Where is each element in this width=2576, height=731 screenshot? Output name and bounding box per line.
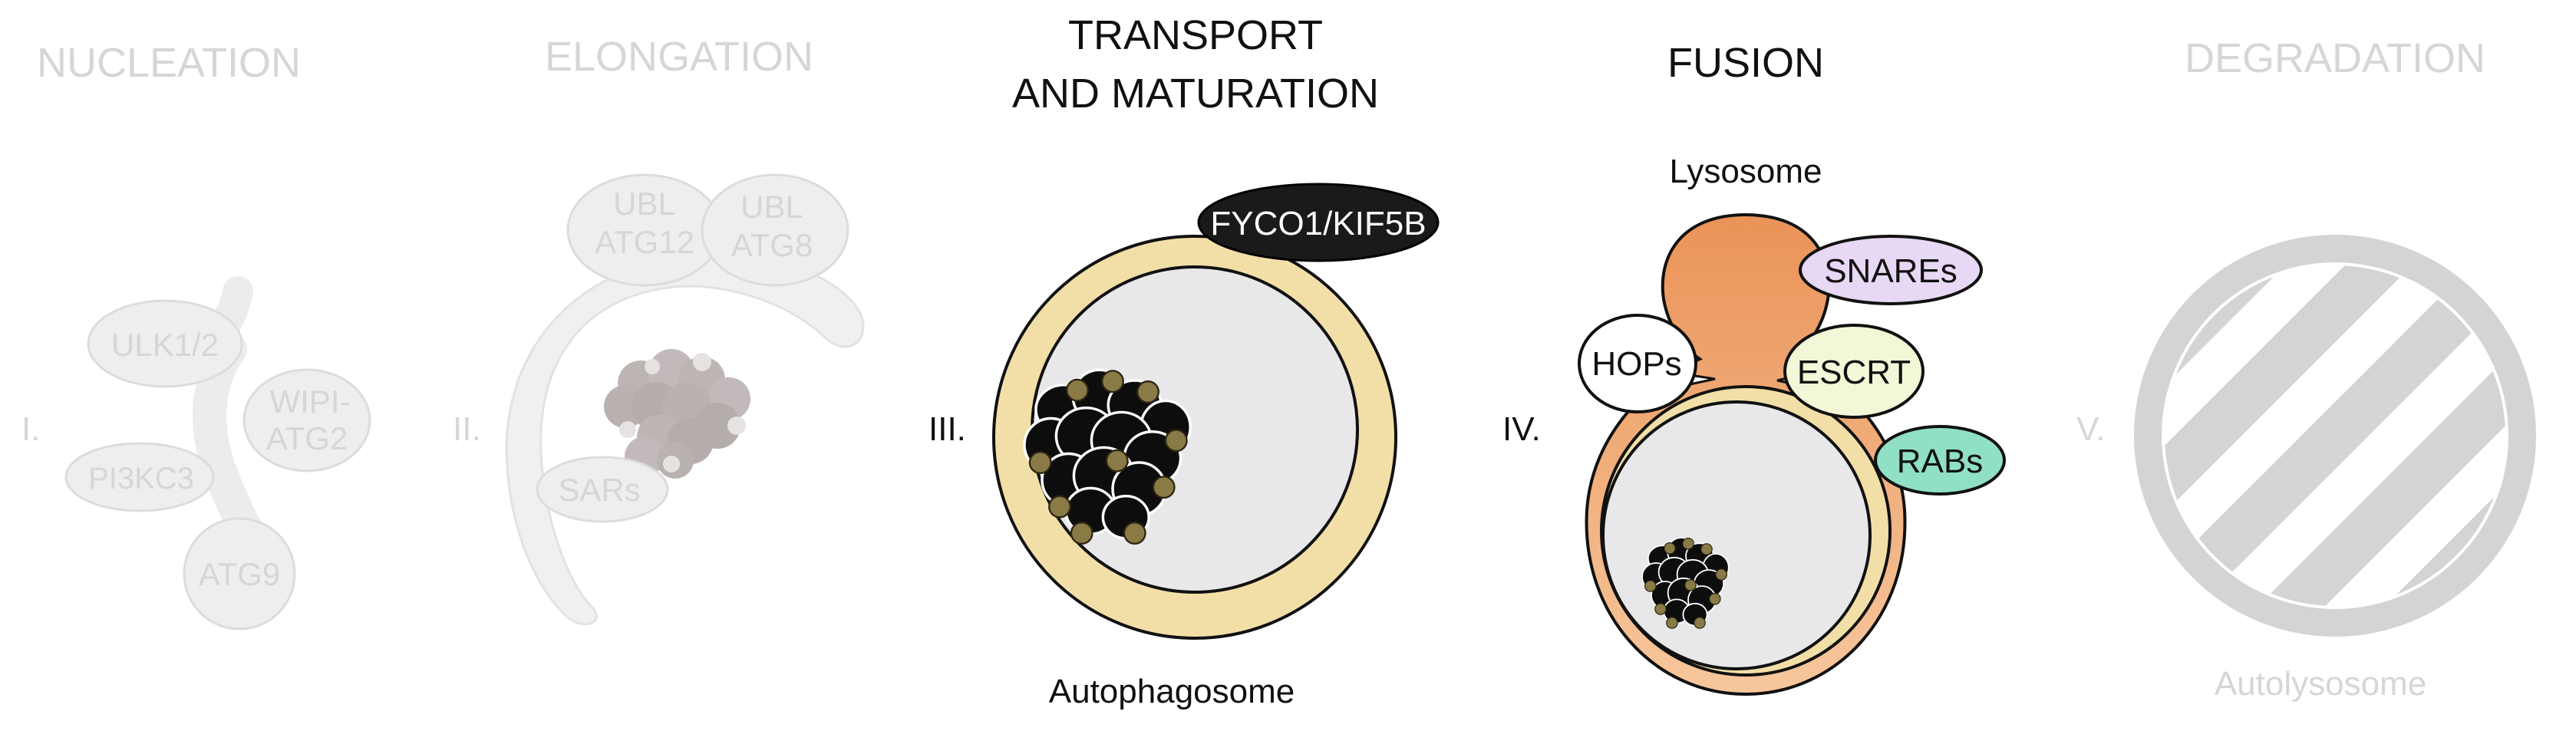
ubl-atg8-line1: UBL bbox=[740, 189, 803, 225]
pi3kc3-shape bbox=[64, 442, 215, 512]
autophagosome-cargo-cluster bbox=[1023, 368, 1192, 545]
autolysosome bbox=[2134, 235, 2536, 637]
atg9-label: ATG9 bbox=[199, 556, 281, 592]
ulk-label: ULK1/2 bbox=[111, 327, 219, 363]
stage-numeral-3: III. bbox=[928, 410, 966, 448]
stage-numeral-1: I. bbox=[21, 410, 40, 448]
cargo-granule bbox=[1664, 542, 1676, 555]
escrt-factor: ESCRT bbox=[1776, 324, 1925, 419]
nucleation-complex: ULK1/2 WIPI- ATG2 PI3KC3 ATG9 bbox=[64, 276, 371, 631]
stage-numeral-5: V. bbox=[2076, 410, 2106, 448]
snares-label: SNAREs bbox=[1824, 252, 1958, 290]
sars-shape bbox=[536, 456, 669, 523]
cargo-granule bbox=[1694, 617, 1706, 629]
cargo-granule bbox=[1123, 522, 1146, 545]
cargo-granule bbox=[1644, 580, 1657, 592]
cargo-granule bbox=[1136, 380, 1159, 403]
cargo-granule bbox=[1654, 603, 1667, 615]
cargo-granule bbox=[1028, 451, 1052, 474]
cargo-granule bbox=[1684, 578, 1697, 591]
elongation-cargo-cluster bbox=[604, 349, 750, 479]
cargo-granule bbox=[1709, 592, 1721, 605]
rabs-factor: RABs bbox=[1874, 425, 2006, 496]
cargo-granule bbox=[1066, 378, 1089, 402]
escrt-label: ESCRT bbox=[1797, 354, 1911, 391]
stage-title-fusion: FUSION bbox=[1667, 40, 1824, 86]
atg2-label: ATG2 bbox=[266, 420, 348, 456]
snares-factor: SNAREs bbox=[1799, 235, 1983, 305]
pi3kc3-label: PI3KC3 bbox=[88, 462, 194, 496]
cargo-granule bbox=[1105, 449, 1129, 473]
stage-title-transport-line1: TRANSPORT bbox=[1068, 12, 1323, 58]
fusion-autophagosome-lumen bbox=[1601, 400, 1872, 670]
ulk-complex-shape bbox=[87, 299, 243, 388]
motor-label: FYCO1/KIF5B bbox=[1210, 205, 1426, 242]
cargo-granule bbox=[1048, 495, 1071, 519]
cargo-granule bbox=[1152, 476, 1176, 499]
fyco1-kif5b-motor: FYCO1/KIF5B bbox=[1197, 183, 1440, 262]
stage-title-degradation: DEGRADATION bbox=[2185, 35, 2485, 81]
sars-label: SARs bbox=[558, 472, 640, 508]
atg9-shape bbox=[183, 517, 296, 631]
nucleation-connector bbox=[193, 332, 262, 546]
stage-numeral-2: II. bbox=[453, 410, 481, 448]
ubl-atg8-line2: ATG8 bbox=[731, 227, 813, 263]
hops-label: HOPs bbox=[1591, 345, 1681, 383]
stage-title-transport-line2: AND MATURATION bbox=[1012, 71, 1379, 117]
ubl-atg12-line1: UBL bbox=[613, 186, 676, 222]
ubl-atg12-line2: ATG12 bbox=[595, 224, 694, 260]
stage-title-elongation: ELONGATION bbox=[545, 34, 813, 80]
cargo-granule bbox=[1666, 617, 1678, 629]
ubl-atg8-shape bbox=[701, 173, 849, 287]
autolysosome-label: Autolysosome bbox=[2215, 665, 2426, 703]
phagophore-membrane bbox=[505, 252, 865, 626]
lysosome-label: Lysosome bbox=[1670, 153, 1822, 190]
elongation-phagophore: UBL ATG12 UBL ATG8 SARs bbox=[505, 173, 865, 626]
fusion-cargo-cluster bbox=[1641, 537, 1730, 629]
cargo-granule bbox=[1101, 370, 1124, 393]
cargo-granule bbox=[1700, 543, 1713, 555]
stage-numeral-4: IV. bbox=[1502, 410, 1541, 448]
wipi-atg2-shape bbox=[242, 368, 371, 473]
rabs-label: RABs bbox=[1897, 443, 1983, 480]
autophagosome-label: Autophagosome bbox=[1049, 673, 1295, 710]
wipi-label: WIPI- bbox=[270, 384, 351, 420]
cargo-granule bbox=[1682, 537, 1694, 550]
autophagosome bbox=[992, 235, 1397, 640]
hops-factor: HOPs bbox=[1578, 314, 1716, 413]
cargo-granule bbox=[1070, 522, 1093, 545]
cargo-granule bbox=[1164, 429, 1188, 453]
stage-title-nucleation: NUCLEATION bbox=[37, 40, 301, 86]
cargo-granule bbox=[1715, 568, 1727, 581]
